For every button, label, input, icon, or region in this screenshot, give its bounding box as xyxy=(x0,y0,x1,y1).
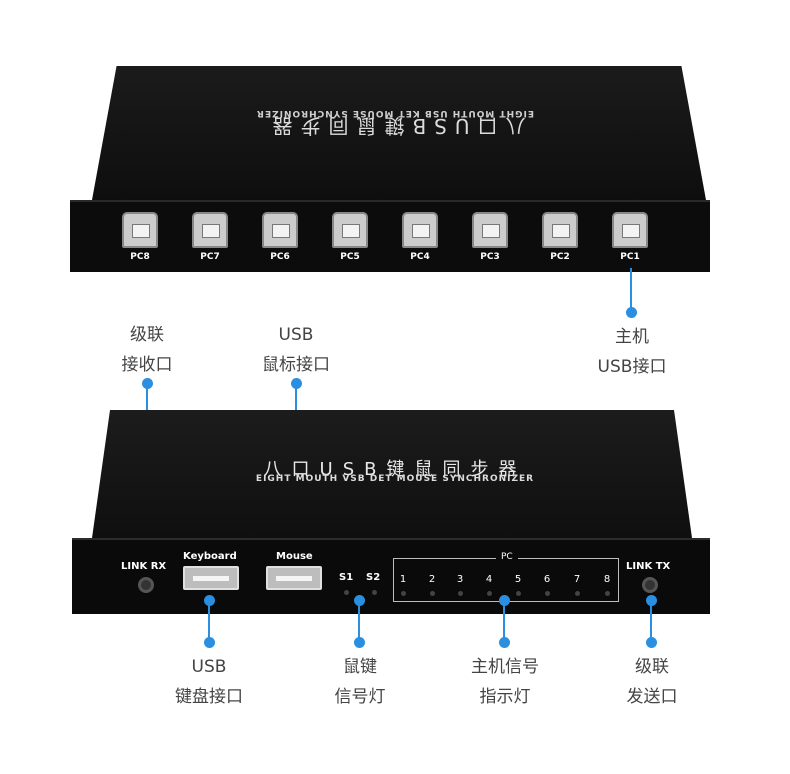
callout-host-usb-line1: 主机 xyxy=(615,327,649,347)
callout-host-led-line2: 指示灯 xyxy=(479,687,531,707)
pc-led-4 xyxy=(487,591,492,596)
callout-cascade-rx-line1: 级联 xyxy=(130,325,164,345)
callout-keyboard-usb-line2: 键盘接口 xyxy=(175,687,243,707)
bottom-device-lid xyxy=(92,410,692,538)
callout-host-usb-line2: USB接口 xyxy=(597,357,667,377)
callout-dot-mk-led-top xyxy=(354,595,365,606)
top-device-lid xyxy=(92,66,706,200)
usb-b-port-pc6 xyxy=(262,212,298,248)
callout-dot-keyboard-usb-top xyxy=(204,595,215,606)
pc-number-6: 6 xyxy=(543,574,551,585)
callout-mouse-usb-line1: USB xyxy=(278,325,314,345)
callout-mouse-usb: USB 鼠标接口 xyxy=(236,320,356,380)
usb-b-port-pc4 xyxy=(402,212,438,248)
callout-mk-led-line2: 信号灯 xyxy=(334,687,386,707)
callout-dot-host-led xyxy=(499,637,510,648)
usb-b-port-pc7 xyxy=(192,212,228,248)
bottom-device-title: 八口USB键鼠同步器 xyxy=(263,459,527,480)
pc-led-1 xyxy=(401,591,406,596)
pc-panel-label: PC xyxy=(496,552,518,562)
callout-mk-led-line1: 鼠键 xyxy=(343,657,377,677)
callout-dot-keyboard-usb xyxy=(204,637,215,648)
pc-number-2: 2 xyxy=(428,574,436,585)
callout-host-usb: 主机 USB接口 xyxy=(572,322,692,382)
callout-cascade-rx-line2: 接收口 xyxy=(121,355,173,375)
callout-dot-cascade-rx xyxy=(142,378,153,389)
callout-line-keyboard-usb xyxy=(208,600,210,642)
port-label-pc3: PC3 xyxy=(480,252,500,262)
pc-led-6 xyxy=(545,591,550,596)
mouse-usb-a-port xyxy=(266,566,322,590)
port-label-pc6: PC6 xyxy=(270,252,290,262)
callout-line-host-led xyxy=(503,600,505,642)
pc-number-3: 3 xyxy=(456,574,464,585)
callout-keyboard-usb-line1: USB xyxy=(191,657,227,677)
usb-b-port-pc2 xyxy=(542,212,578,248)
callout-cascade-rx: 级联 接收口 xyxy=(87,320,207,380)
pc-number-4: 4 xyxy=(485,574,493,585)
port-label-pc5: PC5 xyxy=(340,252,360,262)
usb-b-port-pc5 xyxy=(332,212,368,248)
top-device-title: 八口USB键鼠同步器 xyxy=(264,114,526,138)
keyboard-usb-a-port xyxy=(183,566,239,590)
port-label-pc8: PC8 xyxy=(130,252,150,262)
s1-label: S1 xyxy=(339,572,354,583)
top-device-front-panel xyxy=(70,200,710,272)
pc-number-7: 7 xyxy=(573,574,581,585)
callout-dot-mouse-usb xyxy=(291,378,302,389)
port-label-pc4: PC4 xyxy=(410,252,430,262)
pc-led-7 xyxy=(575,591,580,596)
callout-line-cascade-tx xyxy=(650,600,652,642)
callout-cascade-tx-line1: 级联 xyxy=(635,657,669,677)
pc-number-8: 8 xyxy=(603,574,611,585)
callout-keyboard-usb: USB 键盘接口 xyxy=(149,652,269,712)
usb-b-port-pc1 xyxy=(612,212,648,248)
link-tx-label: LINK TX xyxy=(626,561,671,572)
callout-cascade-tx: 级联 发送口 xyxy=(592,652,712,712)
callout-host-led: 主机信号 指示灯 xyxy=(445,652,565,712)
s2-led xyxy=(372,590,377,595)
pc-number-1: 1 xyxy=(399,574,407,585)
mouse-label: Mouse xyxy=(276,551,313,562)
bottom-device-subtitle: EIGHT MOUTH VSB DET MOUSE SYNCHRONIZER xyxy=(255,474,535,484)
link-rx-jack xyxy=(138,577,154,593)
port-label-pc7: PC7 xyxy=(200,252,220,262)
port-label-pc2: PC2 xyxy=(550,252,570,262)
port-label-pc1: PC1 xyxy=(620,252,640,262)
pc-led-8 xyxy=(605,591,610,596)
callout-line-host-usb xyxy=(630,268,632,312)
keyboard-label: Keyboard xyxy=(183,551,237,562)
pc-led-2 xyxy=(430,591,435,596)
callout-dot-host-led-top xyxy=(499,595,510,606)
callout-line-mk-led xyxy=(358,600,360,642)
callout-mk-led: 鼠键 信号灯 xyxy=(300,652,420,712)
callout-dot-mk-led xyxy=(354,637,365,648)
s2-label: S2 xyxy=(366,572,381,583)
usb-b-port-pc3 xyxy=(472,212,508,248)
callout-dot-host-usb xyxy=(626,307,637,318)
s1-led xyxy=(344,590,349,595)
callout-cascade-tx-line2: 发送口 xyxy=(626,687,678,707)
link-tx-jack xyxy=(642,577,658,593)
pc-number-5: 5 xyxy=(514,574,522,585)
pc-led-5 xyxy=(516,591,521,596)
callout-host-led-line1: 主机信号 xyxy=(471,657,539,677)
usb-b-port-pc8 xyxy=(122,212,158,248)
pc-led-3 xyxy=(458,591,463,596)
callout-dot-cascade-tx-top xyxy=(646,595,657,606)
link-rx-label: LINK RX xyxy=(121,561,167,572)
callout-mouse-usb-line2: 鼠标接口 xyxy=(262,355,330,375)
callout-dot-cascade-tx xyxy=(646,637,657,648)
